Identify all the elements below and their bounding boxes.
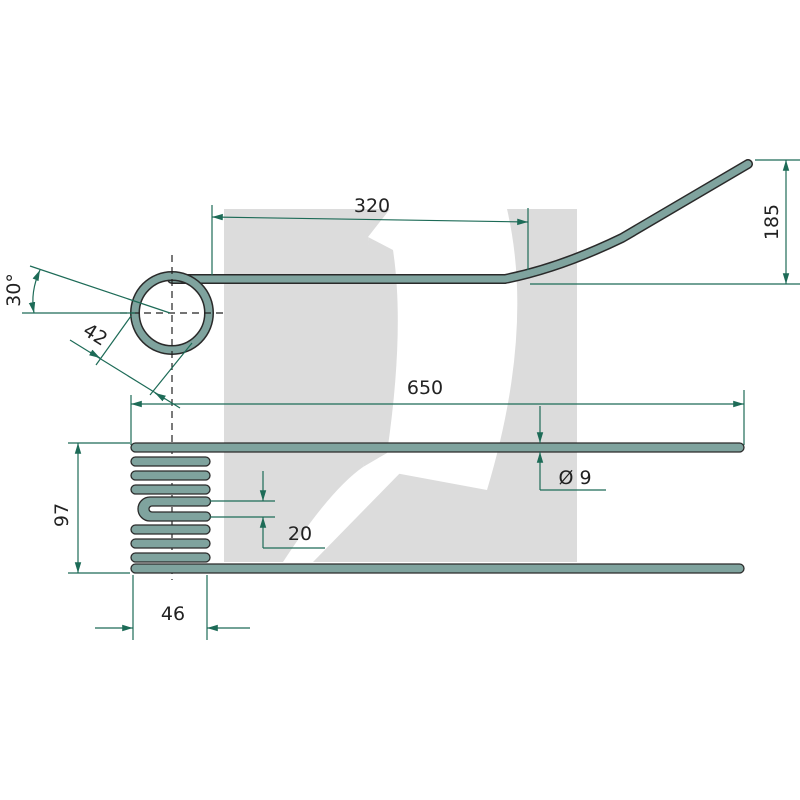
dimension-label-angle: 30°	[3, 273, 25, 307]
dimension-label-46: 46	[161, 603, 185, 625]
tine-top-view	[130, 442, 745, 574]
dimension-label-185: 185	[761, 204, 783, 240]
dimension-label-97: 97	[51, 503, 73, 527]
dimension-185	[530, 159, 800, 285]
dimension-46	[95, 575, 250, 640]
dimension-20	[210, 471, 325, 549]
dimension-97	[68, 442, 130, 574]
dimension-label-650: 650	[407, 377, 443, 399]
dimension-label-20: 20	[288, 523, 312, 545]
dimension-320	[211, 205, 529, 275]
dimension-angle	[22, 265, 171, 314]
dimension-wire-diameter	[536, 406, 606, 491]
watermark-logo	[224, 209, 577, 562]
dimension-label-42: 42	[79, 319, 111, 350]
dimension-650	[130, 390, 745, 445]
dimension-42	[69, 315, 193, 409]
dimension-label-wire-diameter: Ø 9	[558, 467, 591, 489]
dimension-label-320: 320	[354, 195, 390, 217]
